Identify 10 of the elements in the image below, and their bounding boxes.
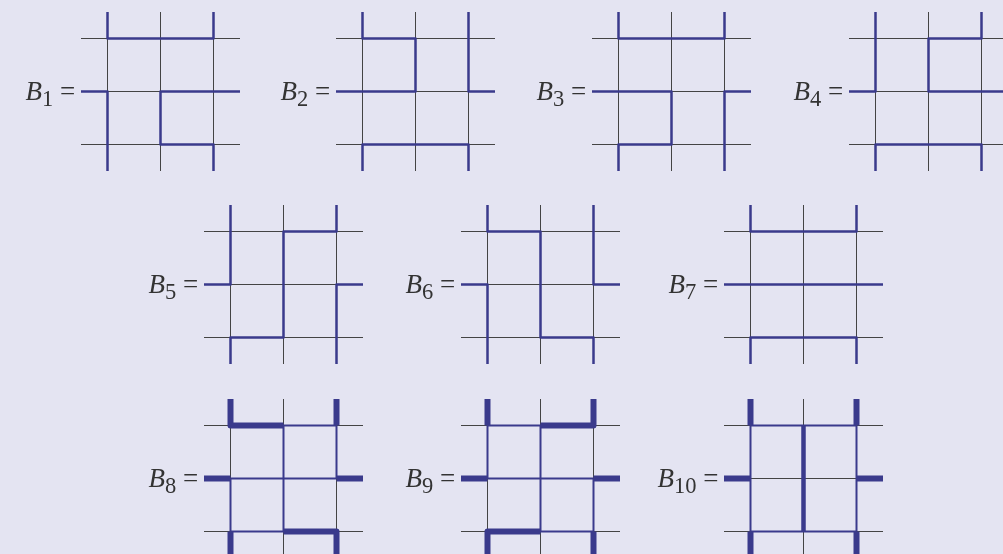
equation-label: B$_{1}$ =	[25, 76, 76, 114]
equation-label: B$_{10}$ =	[657, 463, 719, 501]
equation-label: B$_{4}$ =	[793, 76, 844, 114]
equation-label: B$_{6}$ =	[405, 269, 456, 307]
equation-label: B$_{3}$ =	[536, 76, 587, 114]
equation-label: B$_{8}$ =	[148, 463, 199, 501]
equation-label: B$_{9}$ =	[405, 463, 456, 501]
equation-label: B$_{7}$ =	[668, 269, 719, 307]
equation-label: B$_{2}$ =	[280, 76, 331, 114]
equation-label: B$_{5}$ =	[148, 269, 199, 307]
